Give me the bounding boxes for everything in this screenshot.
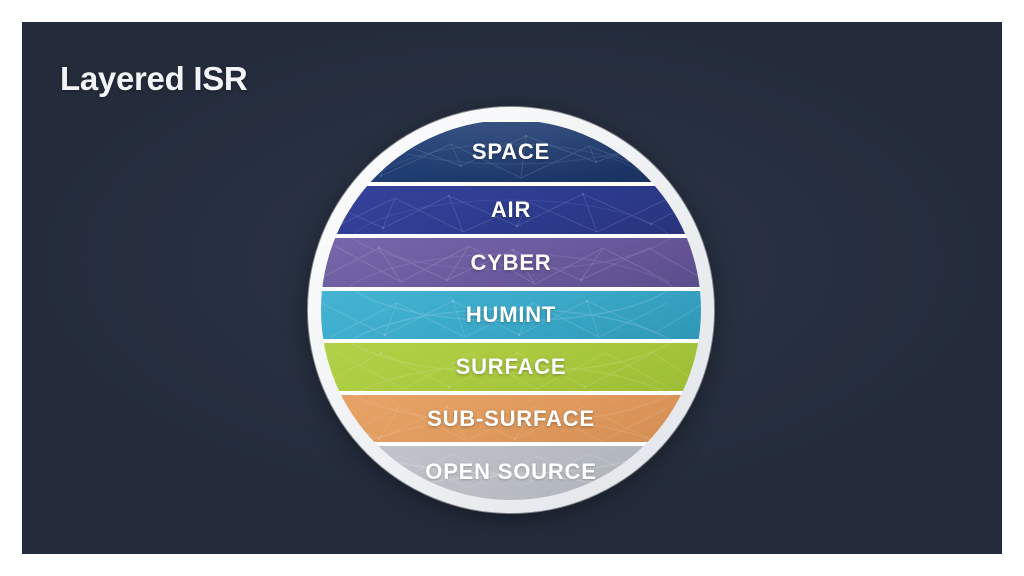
layer-band-sub-surface[interactable]: SUB-SURFACE — [321, 393, 701, 444]
layer-label-sub-surface: SUB-SURFACE — [427, 405, 595, 431]
layered-isr-diagram: SPACE — [308, 107, 714, 513]
diagram-band-disc: SPACE — [321, 120, 701, 500]
layer-label-open-source: OPEN SOURCE — [425, 459, 597, 484]
page-title: Layered ISR — [60, 60, 248, 97]
layer-label-air: AIR — [490, 197, 532, 222]
layer-band-cyber[interactable]: CYBER — [321, 236, 701, 289]
layer-label-space: SPACE — [471, 139, 551, 164]
layer-label-cyber: CYBER — [470, 249, 552, 275]
layer-fill-cyber — [321, 238, 701, 289]
layer-fill-sub-surface — [321, 395, 701, 444]
layer-band-surface[interactable]: SURFACE — [321, 341, 701, 393]
layer-band-space[interactable]: SPACE — [321, 120, 701, 184]
layer-band-open-source[interactable]: OPEN SOURCE — [321, 444, 701, 500]
layer-band-humint[interactable]: HUMINT — [321, 289, 701, 341]
layer-band-air[interactable]: AIR — [321, 184, 701, 236]
layer-label-surface: SURFACE — [455, 354, 567, 379]
layer-label-humint: HUMINT — [465, 302, 557, 327]
slide-canvas: Layered ISR — [22, 22, 1002, 554]
